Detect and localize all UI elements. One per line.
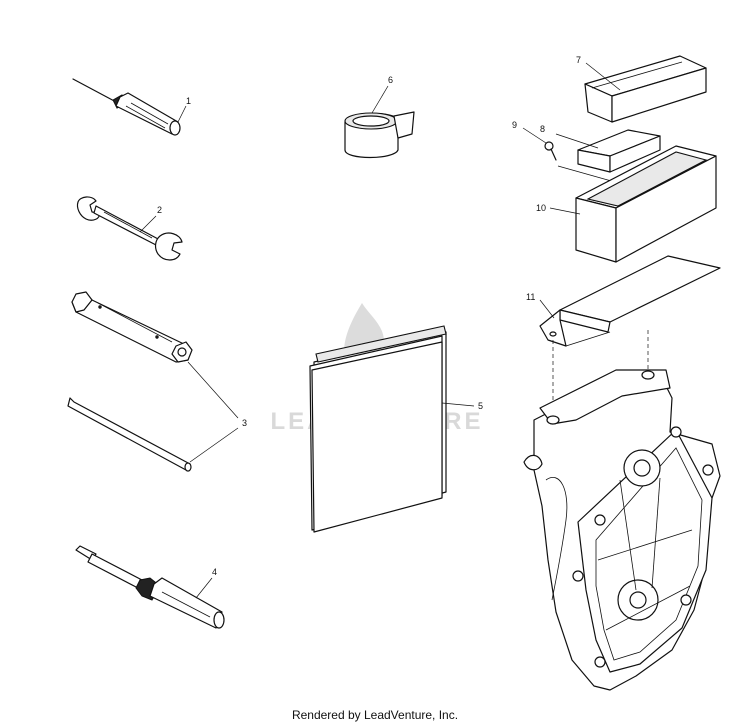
- leader-11: [539, 299, 555, 319]
- callout-10: 10: [536, 203, 546, 213]
- callout-6: 6: [388, 75, 393, 85]
- leader-10: [549, 207, 581, 215]
- leader-7: [585, 62, 621, 91]
- leader-9: [522, 127, 547, 144]
- part-6-tape[interactable]: [344, 111, 415, 159]
- part-5-manual[interactable]: [309, 325, 447, 533]
- callout-5: 5: [478, 401, 483, 411]
- callout-7: 7: [576, 55, 581, 65]
- callout-1: 1: [186, 96, 191, 106]
- part-4-driver[interactable]: [75, 545, 225, 629]
- callout-4: 4: [212, 567, 217, 577]
- footer-credit: Rendered by LeadVenture, Inc.: [291, 708, 459, 722]
- leader-5: [441, 402, 475, 407]
- leader-6: [371, 85, 389, 114]
- callout-9: 9: [512, 120, 517, 130]
- callout-2: 2: [157, 205, 162, 215]
- part-8-pad[interactable]: [577, 129, 661, 173]
- leader-8: [555, 133, 599, 149]
- part-3-tube-wrench[interactable]: [71, 291, 193, 363]
- leader-1: [177, 105, 187, 123]
- leader-3a: [187, 361, 239, 419]
- part-7-lid[interactable]: [584, 55, 707, 123]
- housing-assembly[interactable]: [523, 369, 721, 691]
- part-1-screwdriver[interactable]: [72, 78, 181, 136]
- callout-3: 3: [242, 418, 247, 428]
- part-3-rod[interactable]: [67, 397, 192, 472]
- leader-4: [195, 577, 213, 599]
- part-10-box[interactable]: [575, 145, 717, 263]
- part-11-bracket[interactable]: [539, 255, 721, 347]
- part-9-screw[interactable]: [544, 141, 557, 161]
- leader-2: [139, 215, 157, 233]
- callout-11: 11: [526, 292, 535, 302]
- leader-3b: [189, 427, 239, 463]
- part-2-wrench[interactable]: [76, 196, 183, 261]
- callout-8: 8: [540, 124, 545, 134]
